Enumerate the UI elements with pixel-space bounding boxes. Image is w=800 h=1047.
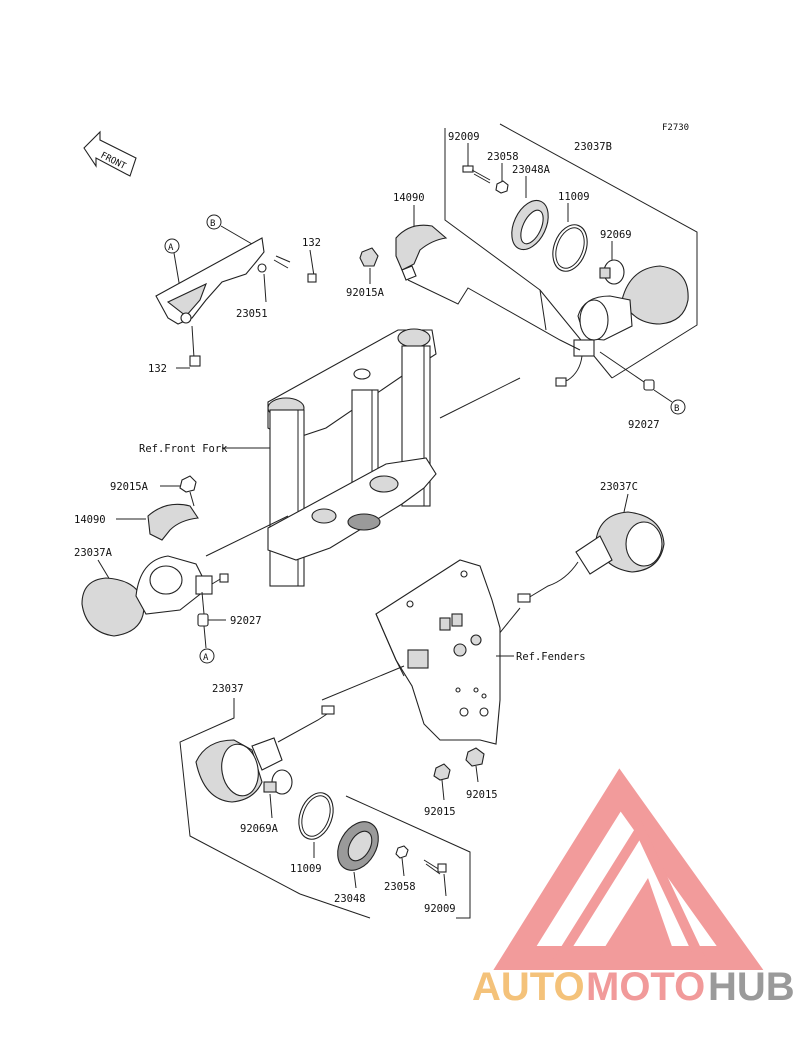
- label-11009-bottom: 11009: [290, 863, 322, 875]
- marker-a-bottom: [199, 648, 215, 664]
- label-132-bottom: 132: [148, 363, 167, 375]
- rear-fender-plate: [375, 559, 501, 745]
- label-23048A: 23048A: [512, 164, 551, 176]
- ref-front-fork: Ref.Front Fork: [139, 443, 228, 455]
- bolt-132-top: [273, 249, 317, 283]
- label-11009-top: 11009: [558, 191, 590, 203]
- label-92015A-top: 92015A: [346, 287, 385, 299]
- label-92015-b: 92015: [466, 789, 498, 801]
- nut-23058-top: [495, 163, 509, 194]
- label-92027-right: 92027: [628, 419, 660, 431]
- marker-a-top: [164, 238, 180, 254]
- label-23058-bottom: 23058: [384, 881, 416, 893]
- screw-92009-bottom: [423, 859, 447, 897]
- turn-signal-23037C: [517, 511, 665, 603]
- turn-signal-23037: [195, 705, 335, 803]
- label-14090-left: 14090: [74, 514, 106, 526]
- marker-a-bottom-text: A: [203, 653, 209, 663]
- watermark-text-moto: MOTO: [586, 965, 705, 1009]
- label-132-top: 132: [302, 237, 321, 249]
- marker-b-top: [206, 214, 222, 230]
- label-23037A: 23037A: [74, 547, 113, 559]
- label-23058-top: 23058: [487, 151, 519, 163]
- bolt-132-bottom: [176, 325, 201, 369]
- label-23037: 23037: [212, 683, 244, 695]
- bracket-23051: [155, 237, 267, 325]
- group-box-23037B: [444, 123, 698, 379]
- nut-92015A-left: [179, 475, 197, 507]
- marker-b-top-text: B: [210, 219, 215, 229]
- figure-code: F2730: [662, 123, 689, 133]
- label-92009-bottom: 92009: [424, 903, 456, 915]
- marker-a-top-text: A: [168, 243, 174, 253]
- label-92009-top: 92009: [448, 131, 480, 143]
- lens-23048: [337, 821, 379, 889]
- bracket-14090-left: [147, 503, 199, 541]
- watermark-text-auto: AUTO: [472, 965, 585, 1009]
- bracket-14090-top: [395, 205, 448, 281]
- ref-fenders: Ref.Fenders: [516, 651, 586, 663]
- label-92069A: 92069A: [240, 823, 279, 835]
- lens-ring-23048A: [511, 176, 549, 251]
- watermark-logo: [493, 768, 764, 970]
- marker-b-right-text: B: [674, 404, 679, 414]
- nut-92015-b: [465, 747, 485, 783]
- label-92069: 92069: [600, 229, 632, 241]
- nut-92027-left: [197, 613, 226, 649]
- gasket-11009-top: [552, 203, 588, 272]
- turn-signal-23037A: [81, 555, 229, 637]
- nut-92015-a: [433, 763, 451, 801]
- bulb-92069A: [263, 769, 293, 819]
- label-92027-left: 92027: [230, 615, 262, 627]
- label-23037C: 23037C: [600, 481, 638, 493]
- group-box-23037: [179, 698, 471, 919]
- label-92015-a: 92015: [424, 806, 456, 818]
- label-14090-top: 14090: [393, 192, 425, 204]
- gasket-11009-bottom: [298, 792, 334, 858]
- turn-signal-23037B: [555, 265, 689, 387]
- marker-b-right: [670, 399, 686, 415]
- nut-92015A-top: [359, 247, 379, 284]
- label-92015A-left: 92015A: [110, 481, 149, 493]
- front-arrow-icon: FRONT: [83, 130, 137, 177]
- label-23051: 23051: [236, 308, 268, 320]
- nut-23058-bottom: [395, 845, 409, 877]
- front-fork-assembly: [267, 328, 437, 587]
- nut-92027-right: [643, 379, 673, 403]
- label-23037B: 23037B: [574, 141, 612, 153]
- label-23048: 23048: [334, 893, 366, 905]
- screw-92009-top: [462, 143, 491, 184]
- bulb-92069: [599, 241, 625, 285]
- watermark-text-hub: HUB: [708, 965, 795, 1009]
